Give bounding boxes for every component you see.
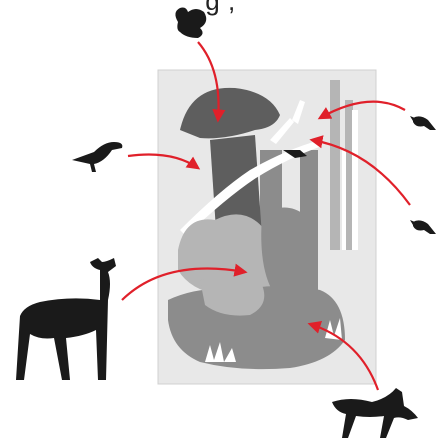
birch-trunk [342, 150, 346, 250]
background-trunk [330, 80, 340, 250]
shrub [261, 208, 315, 296]
deer-icon [16, 258, 116, 380]
crow-icon [72, 142, 122, 172]
forest-panel [158, 70, 376, 384]
bird-icon [410, 116, 436, 130]
fox-icon [332, 388, 418, 438]
squirrel-icon [175, 8, 206, 39]
background-trunk [345, 100, 353, 250]
bird-icon [410, 220, 436, 234]
birch-trunk [352, 110, 358, 250]
